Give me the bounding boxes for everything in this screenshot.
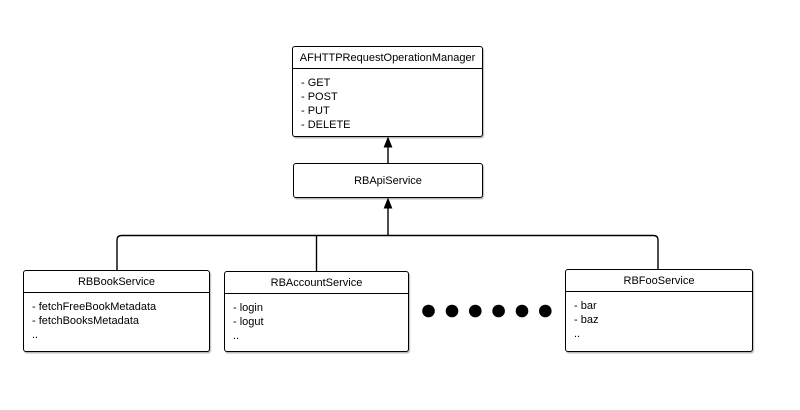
arrowhead-up-manager bbox=[383, 136, 393, 148]
class-member: - DELETE bbox=[301, 119, 351, 131]
class-members: - fetchFreeBookMetadata - fetchBooksMeta… bbox=[24, 293, 209, 342]
class-box-afhttprequestoperationmanager: AFHTTPRequestOperationManager - GET - PO… bbox=[292, 46, 483, 137]
class-member: - logut bbox=[233, 316, 264, 328]
class-member: - login bbox=[233, 302, 263, 314]
ellipsis-dot bbox=[515, 304, 529, 318]
class-members: - GET - POST - PUT - DELETE bbox=[293, 69, 482, 132]
class-member: - GET bbox=[301, 77, 331, 89]
class-title: RBAccountService bbox=[225, 272, 408, 294]
class-box-rbbookservice: RBBookService - fetchFreeBookMetadata - … bbox=[23, 270, 210, 352]
class-title: RBApiService bbox=[354, 174, 422, 187]
tree-connector bbox=[116, 234, 659, 270]
ellipsis-dot bbox=[469, 304, 482, 318]
class-box-rbapiservice: RBApiService bbox=[293, 163, 483, 198]
ellipsis-dot bbox=[445, 304, 459, 318]
class-member: .. bbox=[574, 328, 581, 340]
class-member: - bar bbox=[574, 300, 597, 312]
class-member: - fetchFreeBookMetadata bbox=[32, 301, 157, 313]
ellipsis-dot bbox=[492, 304, 505, 318]
class-members: - login - logut .. bbox=[225, 294, 408, 343]
class-title: RBFooService bbox=[566, 270, 752, 292]
class-box-rbaccountservice: RBAccountService - login - logut .. bbox=[224, 271, 409, 352]
class-member: .. bbox=[32, 329, 39, 341]
class-title: RBBookService bbox=[24, 271, 209, 293]
class-title: AFHTTPRequestOperationManager bbox=[293, 47, 482, 69]
class-member: - baz bbox=[574, 314, 599, 326]
arrowhead-up-api bbox=[383, 197, 393, 209]
class-member: - POST bbox=[301, 91, 338, 103]
ellipsis-dot bbox=[422, 304, 435, 318]
class-box-rbfooservice: RBFooService - bar - baz .. bbox=[565, 269, 753, 352]
class-member: .. bbox=[233, 330, 240, 342]
class-member: - PUT bbox=[301, 105, 330, 117]
ellipsis-dot bbox=[539, 304, 552, 318]
class-members: - bar - baz .. bbox=[566, 292, 752, 341]
class-member: - fetchBooksMetadata bbox=[32, 315, 140, 327]
ellipsis-dots bbox=[422, 304, 552, 318]
